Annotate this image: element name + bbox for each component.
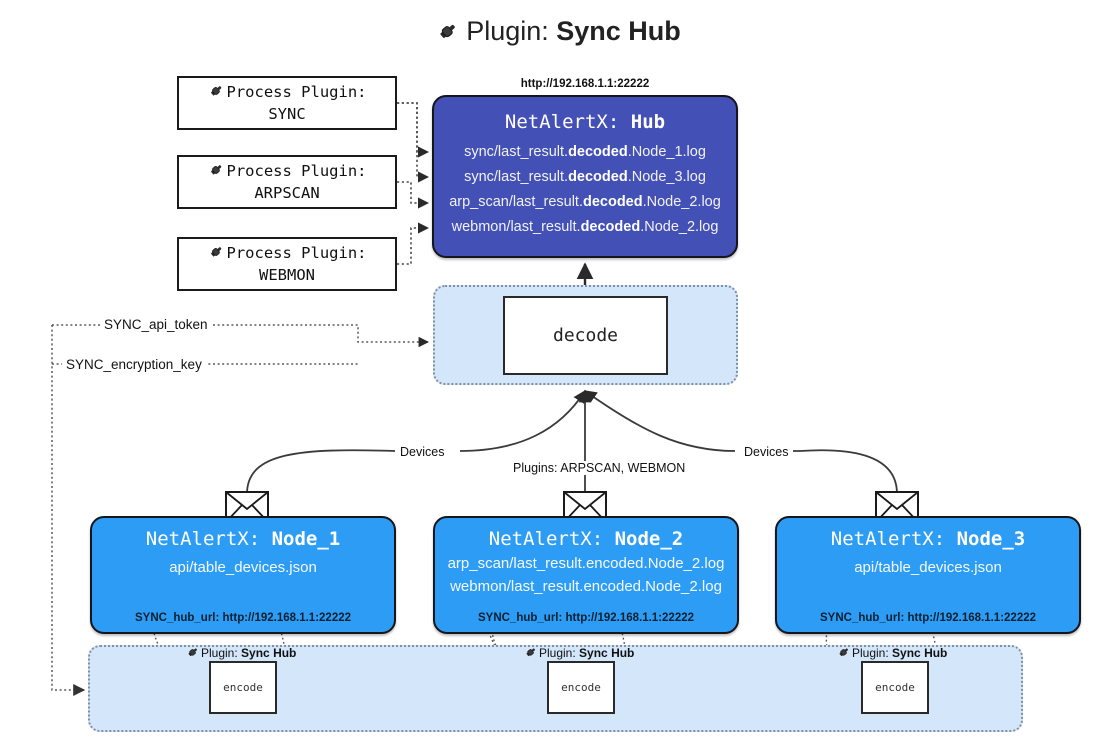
hub-prefix: NetAlertX:	[504, 111, 620, 133]
process-plugin-name: WEBMON	[259, 265, 315, 284]
node-line: arp_scan/last_result.encoded.Node_2.log	[447, 555, 725, 572]
encoder-plugin-prefix: Plugin:	[852, 646, 889, 660]
page-title-prefix: Plugin:	[466, 16, 549, 46]
node-title: NetAlertX: Node_3	[777, 528, 1079, 550]
node-name: Node_1	[271, 528, 341, 550]
node-line: api/table_devices.json	[169, 559, 317, 576]
encoder-plugin-name: Sync Hub	[892, 646, 948, 660]
plug-icon	[186, 645, 200, 662]
encoder-plugin-prefix: Plugin:	[539, 646, 576, 660]
process-plugin-name: SYNC	[268, 104, 306, 123]
hub-node[interactable]: NetAlertX: Hub sync/last_result.decoded.…	[432, 95, 738, 258]
node-card-node-1[interactable]: NetAlertX: Node_1 api/table_devices.json…	[90, 516, 396, 634]
node-line-list: api/table_devices.json	[92, 556, 394, 580]
hub-title: NetAlertX: Hub	[434, 111, 736, 133]
edge-label-devices-left: Devices	[395, 445, 450, 459]
plug-icon	[208, 82, 225, 105]
plug-icon	[208, 161, 225, 184]
process-plugin-box-sync[interactable]: Process Plugin: SYNC	[177, 76, 397, 130]
encoder-plugin-label: Plugin: Sync Hub	[524, 645, 634, 662]
hub-url-label: http://192.168.1.1:22222	[520, 78, 650, 90]
hub-name: Hub	[630, 111, 666, 133]
encode-box[interactable]: encode	[209, 661, 277, 714]
node-line-list: api/table_devices.json	[777, 556, 1079, 580]
hub-log-entry: sync/last_result.decoded.Node_1.log	[464, 144, 706, 160]
node-title: NetAlertX: Node_1	[92, 528, 394, 550]
process-plugin-name: ARPSCAN	[254, 183, 320, 202]
node-line-list: arp_scan/last_result.encoded.Node_2.log …	[435, 552, 737, 599]
node-footer: SYNC_hub_url: http://192.168.1.1:22222	[477, 612, 695, 624]
process-plugin-label: Process Plugin:	[226, 83, 367, 102]
hub-log-entry: arp_scan/last_result.decoded.Node_2.log	[449, 193, 721, 210]
encoder-plugin-name: Sync Hub	[579, 646, 635, 660]
hub-log-entry: sync/last_result.decoded.Node_3.log	[464, 168, 706, 185]
encoder-plugin-label: Plugin: Sync Hub	[186, 645, 296, 662]
process-plugin-box-arpscan[interactable]: Process Plugin: ARPSCAN	[177, 155, 397, 209]
process-plugin-label: Process Plugin:	[226, 244, 367, 263]
edge-label-devices-right: Devices	[739, 445, 794, 459]
hub-log-entry: webmon/last_result.decoded.Node_2.log	[451, 218, 719, 235]
node-footer: SYNC_hub_url: http://192.168.1.1:22222	[134, 612, 352, 624]
plug-icon	[208, 243, 225, 266]
encoder-plugin-prefix: Plugin:	[201, 646, 238, 660]
encode-box[interactable]: encode	[547, 661, 615, 714]
plug-icon	[524, 645, 538, 662]
encoder-plugin-name: Sync Hub	[241, 646, 297, 660]
page-title-name: Sync Hub	[556, 16, 681, 46]
plug-icon	[436, 19, 460, 50]
node-name: Node_2	[614, 528, 684, 550]
hub-log-list: sync/last_result.decoded.Node_1.log sync…	[434, 140, 736, 240]
node-card-node-2[interactable]: NetAlertX: Node_2 arp_scan/last_result.e…	[433, 516, 739, 634]
process-plugin-label: Process Plugin:	[226, 162, 367, 181]
node-prefix: NetAlertX:	[830, 528, 946, 550]
node-prefix: NetAlertX:	[488, 528, 604, 550]
edge-label-plugins: Plugins: ARPSCAN, WEBMON	[508, 461, 691, 475]
process-plugin-box-webmon[interactable]: Process Plugin: WEBMON	[177, 237, 397, 291]
node-title: NetAlertX: Node_2	[435, 528, 737, 550]
node-name: Node_3	[956, 528, 1026, 550]
decode-box[interactable]: decode	[503, 296, 668, 375]
node-line: webmon/last_result.encoded.Node_2.log	[450, 578, 722, 596]
sync-encryption-key-label: SYNC_encryption_key	[62, 357, 206, 372]
plug-icon	[837, 645, 851, 662]
page-title: Plugin: Sync Hub	[0, 16, 1117, 50]
encode-box[interactable]: encode	[861, 661, 929, 714]
node-line: api/table_devices.json	[854, 559, 1002, 576]
encoder-plugin-label: Plugin: Sync Hub	[837, 645, 947, 662]
node-card-node-3[interactable]: NetAlertX: Node_3 api/table_devices.json…	[775, 516, 1081, 634]
sync-api-token-label: SYNC_api_token	[100, 317, 212, 332]
node-footer: SYNC_hub_url: http://192.168.1.1:22222	[819, 612, 1037, 624]
node-prefix: NetAlertX:	[145, 528, 261, 550]
